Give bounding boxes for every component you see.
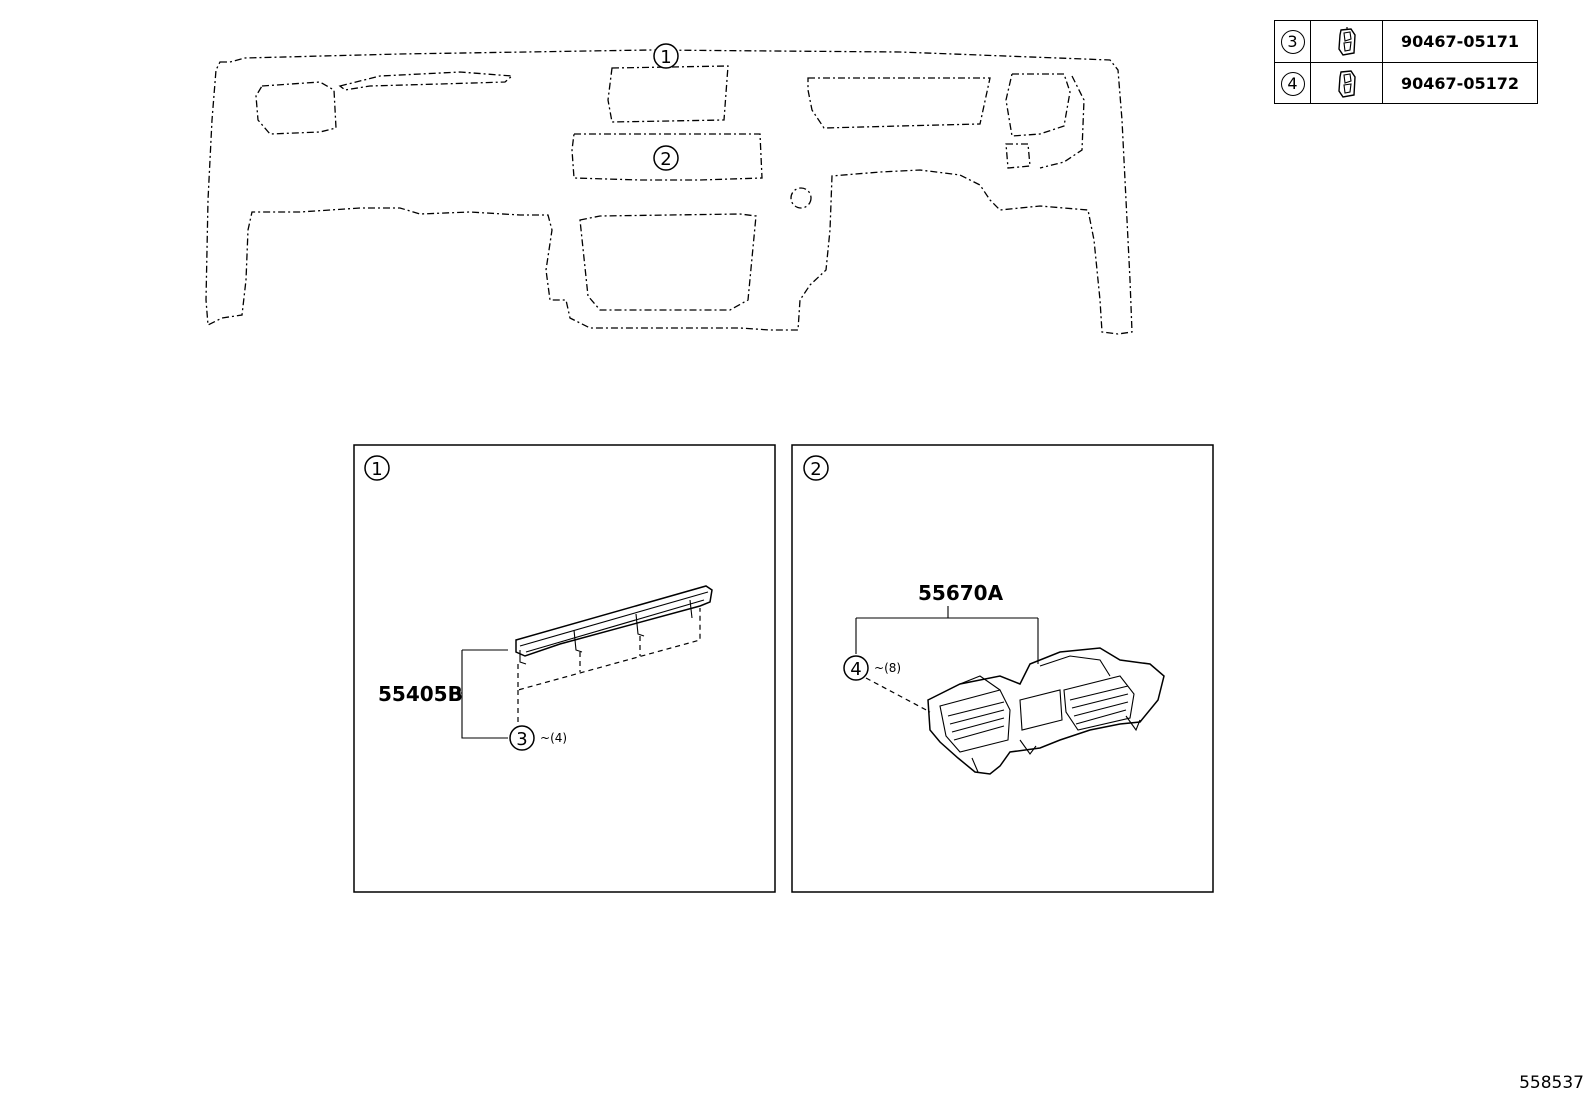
overview-callout-1: 1	[653, 43, 679, 69]
clip-icon	[1337, 26, 1356, 56]
svg-text:1: 1	[660, 47, 671, 68]
panel-2-clip-ref: 4	[850, 659, 861, 680]
panel-1-clip-ref: 3	[516, 729, 527, 750]
panel-1-part-label: 55405B	[378, 682, 463, 706]
svg-text:2: 2	[660, 149, 671, 170]
legend-part-number: 90467-05172	[1401, 74, 1519, 93]
legend-row: 4 90467-05172	[1275, 62, 1537, 104]
legend-ref-4: 4	[1280, 71, 1305, 96]
panel-1-clip-qty: ~(4)	[540, 731, 567, 745]
detail-panel-1: 1 55405B 3 ~(4)	[353, 444, 776, 893]
center-vent-assembly-drawing	[927, 647, 1165, 775]
panel-1-index: 1	[371, 459, 382, 480]
clip-icon	[1337, 69, 1356, 98]
legend-row: 3 90467-05171	[1275, 21, 1537, 62]
diagram-code: 558537	[1519, 1073, 1584, 1093]
panel-2-part-label: 55670A	[918, 581, 1004, 605]
panel-2-index: 2	[810, 459, 821, 480]
legend-ref-3: 3	[1280, 29, 1305, 54]
dashboard-overview-outline	[205, 49, 1133, 335]
panel-2-clip-qty: ~(8)	[874, 661, 901, 675]
clip-legend-table: 3 90467-05171 4 90467-05172	[1274, 20, 1538, 104]
legend-part-number: 90467-05171	[1401, 32, 1519, 51]
detail-panel-2: 2 55670A 4 ~(8)	[791, 444, 1214, 893]
garnish-strip-drawing	[515, 585, 713, 665]
overview-callout-2: 2	[653, 145, 679, 171]
